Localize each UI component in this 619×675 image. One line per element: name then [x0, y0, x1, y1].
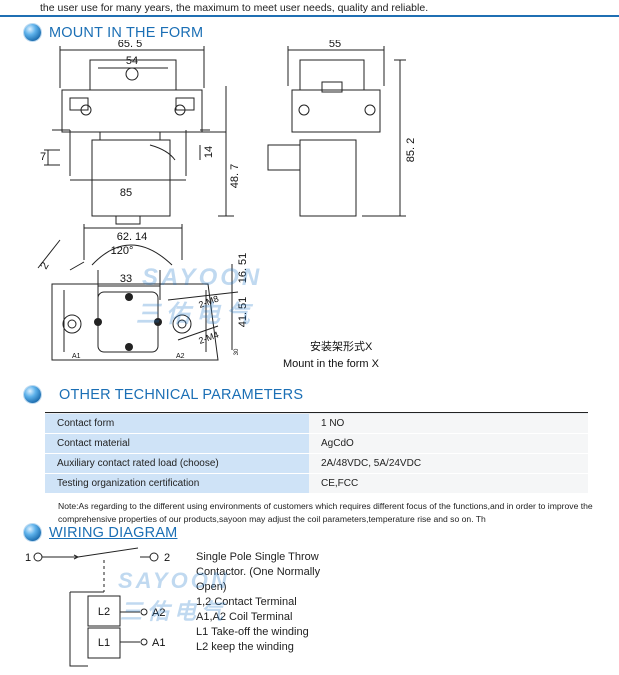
param-value: CE,FCC — [309, 473, 588, 494]
note-text: Note:As regarding to the different using… — [58, 501, 593, 524]
dim-55: 55 — [329, 40, 341, 50]
terminal-1-circle — [33, 552, 43, 562]
terminal-2-circle — [149, 552, 159, 562]
dim-54: 54 — [126, 55, 138, 67]
wiring-l2: L2 — [98, 606, 110, 618]
dim-7: 7 — [40, 151, 46, 163]
dim-85-2: 85. 2 — [405, 138, 417, 162]
contact-left — [42, 554, 80, 560]
table-row: Contact form 1 NO — [45, 413, 588, 434]
terminal-stud — [62, 314, 82, 334]
table-row: Contact material AgCdO — [45, 433, 588, 454]
bolt-mark — [154, 318, 162, 326]
bolt-mark — [125, 343, 133, 351]
section-params-header: OTHER TECHNICAL PARAMETERS — [24, 386, 303, 403]
wiring-line: A1,A2 Coil Terminal — [196, 611, 293, 623]
front-coil-body — [91, 139, 171, 217]
mount-label-cn: 安装架形式X — [310, 339, 373, 353]
label-a1: A1 — [72, 353, 81, 360]
wiring-diagram: 1 2 L2 L1 A2 A1 — [25, 547, 170, 667]
wiring-a2: A2 — [152, 607, 165, 619]
globe-bullet-icon — [24, 24, 41, 41]
dim-85: 85 — [120, 187, 132, 199]
wiring-line: L1 Take-off the winding — [196, 626, 309, 638]
wiring-line: Open) — [196, 581, 227, 593]
parameters-table: Contact form 1 NO Contact material AgCdO… — [45, 413, 588, 494]
wiring-l1: L1 — [98, 637, 110, 649]
wiring-line: L2 keep the winding — [196, 641, 294, 653]
dim-120-deg: 120° — [111, 245, 134, 257]
param-label: Testing organization certification — [45, 473, 309, 494]
table-row: Testing organization certification CE,FC… — [45, 473, 588, 494]
front-top-cap — [89, 59, 177, 91]
param-value: 2A/48VDC, 5A/24VDC — [309, 453, 588, 474]
coil-l2 — [87, 595, 121, 627]
dim-62-14: 62. 14 — [117, 231, 148, 243]
bolt-mark — [125, 293, 133, 301]
section-title-wiring: WIRING DIAGRAM — [49, 524, 178, 541]
dim-16-51: 16. 51 — [237, 253, 249, 284]
wiring-a1: A1 — [152, 637, 165, 649]
dim-41-51: 41. 51 — [237, 297, 249, 328]
terminal-stud — [172, 314, 192, 334]
param-label: Auxiliary contact rated load (choose) — [45, 453, 309, 474]
dim-65-5: 65. 5 — [118, 40, 142, 50]
watermark-cn-1: 三佑电气 — [136, 301, 256, 328]
param-label: Contact material — [45, 433, 309, 454]
section-wiring-header: WIRING DIAGRAM — [24, 524, 177, 541]
dim-33: 33 — [120, 273, 132, 285]
dim-14: 14 — [203, 146, 215, 158]
watermark-cn-2: 三佑电气 — [120, 599, 229, 624]
param-label: Contact form — [45, 413, 309, 434]
plan-bolts — [94, 293, 162, 351]
side-top-cap — [299, 59, 365, 91]
watermark-latin-2: SAYOON — [118, 568, 230, 593]
wiring-line: 1,2 Contact Terminal — [196, 596, 297, 608]
coil-l1 — [87, 627, 121, 659]
wiring-description: Single Pole Single Throw Contactor. (One… — [196, 550, 320, 655]
watermark-latin-1: SAYOON — [142, 264, 263, 291]
dim-30: 30 — [234, 348, 240, 355]
wiring-t1: 1 — [25, 552, 31, 564]
side-flange — [291, 89, 381, 133]
wiring-line: Single Pole Single Throw — [196, 551, 319, 563]
front-flange — [61, 89, 203, 133]
section-title-mount: MOUNT IN THE FORM — [49, 24, 204, 41]
bolt-mark — [94, 318, 102, 326]
table-row: Auxiliary contact rated load (choose) 2A… — [45, 453, 588, 474]
plan-base — [51, 283, 219, 361]
wiring-line: Contactor. (One Normally — [196, 566, 321, 578]
globe-bullet-icon — [24, 386, 41, 403]
section-title-params: OTHER TECHNICAL PARAMETERS — [59, 386, 304, 403]
header-divider — [0, 15, 619, 17]
mount-label-en: Mount in the form X — [283, 358, 380, 370]
wiring-t2: 2 — [164, 552, 170, 564]
param-value: AgCdO — [309, 433, 588, 454]
side-coil-body — [299, 139, 357, 217]
dim-48-7: 48. 7 — [229, 164, 241, 188]
label-a2: A2 — [176, 353, 185, 360]
intro-text: the user use for many years, the maximum… — [40, 2, 429, 14]
param-value: 1 NO — [309, 413, 588, 434]
dim-2: 2 — [38, 260, 51, 271]
contact-blade — [77, 547, 139, 558]
table-top-rule — [45, 412, 588, 413]
section-mount-header: MOUNT IN THE FORM — [24, 24, 203, 41]
globe-bullet-icon — [24, 524, 41, 541]
mount-drawing: 65. 5 54 55 85. 2 7 14 85 48. 7 62. 14 1… — [37, 40, 417, 370]
